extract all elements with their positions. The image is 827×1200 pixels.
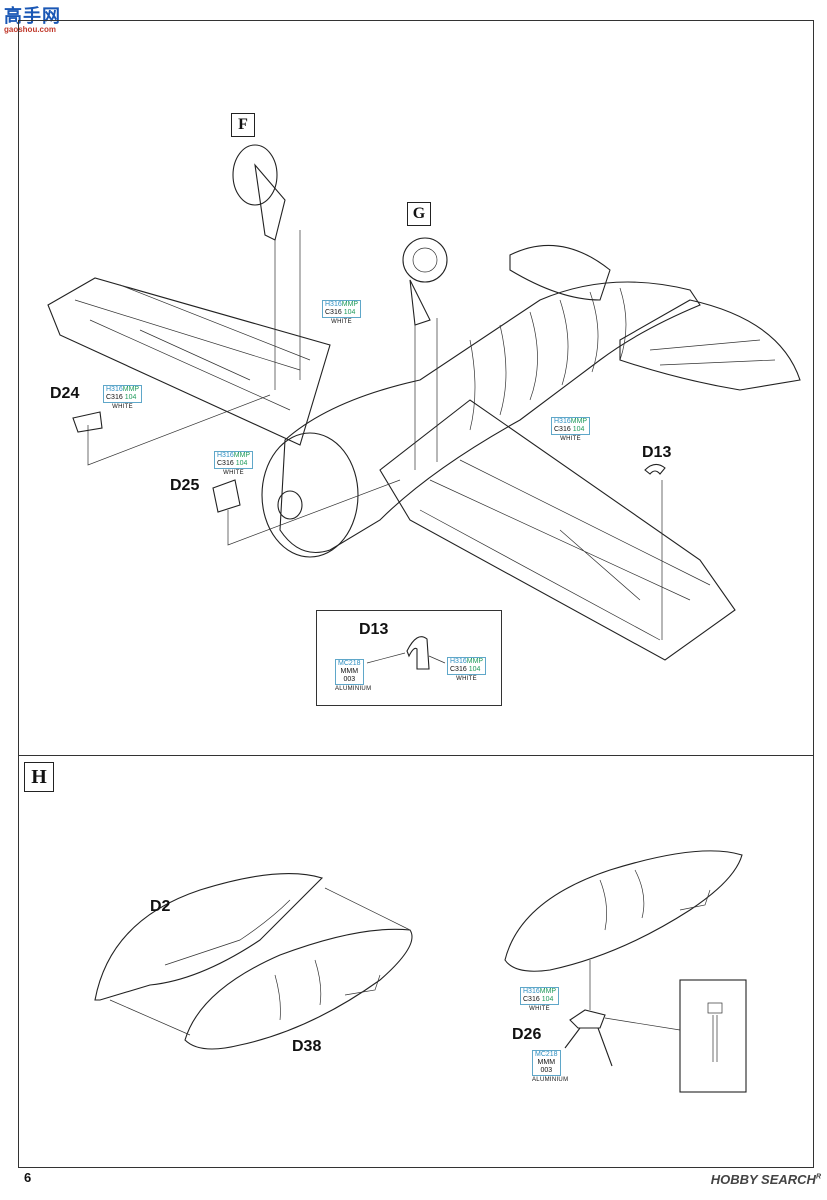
drop-tank-half-d2 bbox=[94, 873, 324, 1001]
step-g-label: G bbox=[407, 202, 431, 226]
part-d24 bbox=[72, 411, 103, 433]
propeller-hub bbox=[277, 490, 303, 520]
right-wing bbox=[379, 399, 736, 661]
part-label-d26: D26 bbox=[512, 1026, 542, 1043]
instruction-page-frame bbox=[18, 20, 814, 1168]
tail-right bbox=[619, 299, 801, 391]
gear-g-strut bbox=[409, 279, 431, 326]
part-label-d2: D2 bbox=[150, 898, 171, 915]
site-logo-url: gaoshou.com bbox=[4, 25, 57, 34]
gear-g-wheel bbox=[402, 237, 448, 283]
drop-tank-half-d38 bbox=[184, 928, 413, 1050]
part-label-d25: D25 bbox=[170, 477, 200, 494]
gear-f-strut bbox=[254, 163, 286, 241]
inset-label-d13: D13 bbox=[359, 621, 389, 638]
part-d13 bbox=[644, 463, 666, 475]
step-h-label: H bbox=[24, 762, 54, 792]
fuselage bbox=[279, 281, 701, 554]
part-d26 bbox=[569, 1009, 606, 1029]
part-d25 bbox=[212, 479, 241, 513]
part-label-d24: D24 bbox=[50, 385, 80, 402]
detail-inset-box bbox=[679, 979, 747, 1093]
d13-part-large bbox=[406, 636, 430, 670]
watermark: HOBBY SEARCHR bbox=[711, 1172, 821, 1187]
assembled-drop-tank bbox=[504, 850, 743, 972]
step-f-label: F bbox=[231, 113, 255, 137]
page-number: 6 bbox=[24, 1170, 32, 1185]
left-wing bbox=[47, 277, 331, 446]
engine-cowling bbox=[261, 432, 359, 558]
gear-f-wheel bbox=[232, 144, 278, 206]
part-label-d13: D13 bbox=[642, 444, 672, 461]
detail-bracket bbox=[707, 1002, 723, 1014]
part-label-d38: D38 bbox=[292, 1038, 322, 1055]
watermark-brand: HOBBY SEARCH bbox=[710, 1172, 816, 1187]
section-divider bbox=[18, 755, 814, 756]
d13-inset-drawing bbox=[366, 636, 446, 670]
tail-left bbox=[509, 244, 611, 301]
watermark-mark: R bbox=[815, 1173, 821, 1181]
